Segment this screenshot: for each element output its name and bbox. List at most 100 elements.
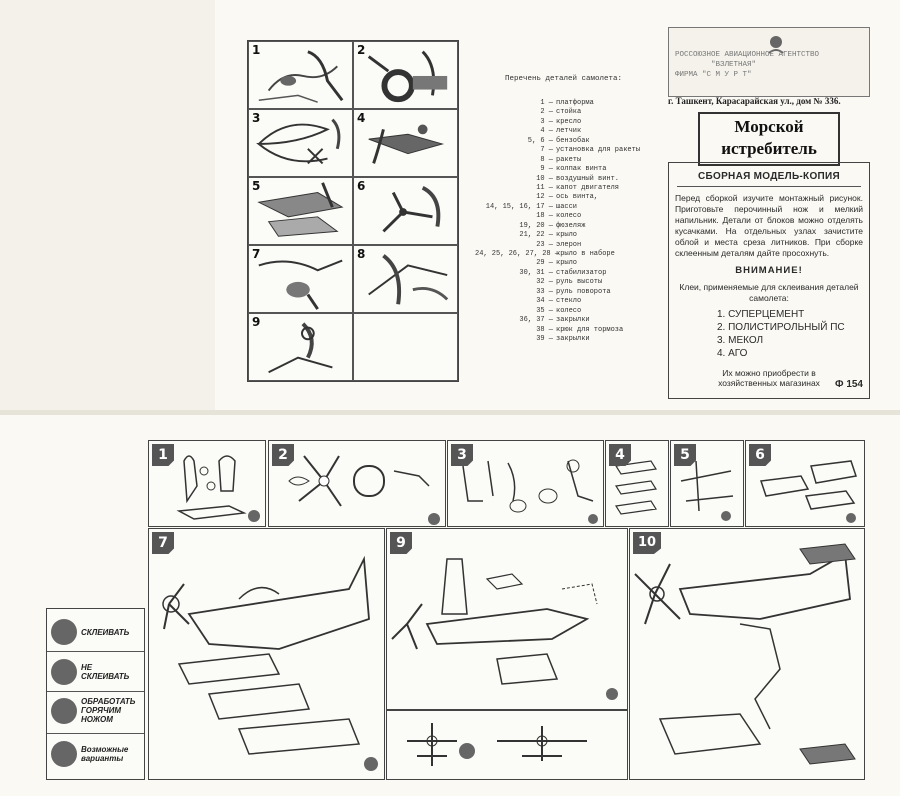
part-number: 24, 25, 26, 27, 28 — — [475, 250, 560, 258]
part-name: ось винта, — [556, 193, 599, 202]
part-row: 18 —колесо — [475, 212, 640, 221]
step-number: 1 — [252, 43, 261, 57]
part-row: 7 —установка для ракеты — [475, 146, 640, 155]
part-number: 1 — — [540, 99, 553, 107]
glue-item: 2. ПОЛИСТИРОЛЬНЫЙ ПС — [717, 322, 845, 333]
part-number: 29 — — [536, 259, 553, 268]
part-name: кресло — [556, 117, 582, 126]
part-row: 2 —стойка — [475, 108, 640, 117]
product-title-line: Морской — [734, 117, 804, 136]
part-name: воздушный винт. — [556, 174, 620, 183]
panel-drawing — [615, 460, 657, 515]
part-name: колесо — [556, 212, 582, 221]
panel-number: 6 — [749, 444, 771, 466]
part-number: 10 — — [536, 174, 553, 183]
part-row: 29 —крыло — [475, 259, 640, 268]
step-illustration — [256, 118, 341, 165]
part-number: 11 — — [536, 183, 553, 192]
part-name: элерон — [556, 240, 582, 249]
glue-item: 1. СУПЕРЦЕМЕНТ — [717, 309, 805, 320]
panel-drawing — [407, 723, 587, 766]
part-row: 14, 15, 16, 17 —шасси — [475, 203, 640, 212]
step-cell: 9 — [248, 313, 353, 381]
sheet-fold — [0, 410, 900, 415]
maker-line: "ВЗЛЕТНАЯ" — [711, 61, 757, 69]
part-name: колесо — [556, 306, 582, 315]
step-cell: 1 — [248, 41, 353, 109]
part-name: ракеты — [556, 155, 582, 164]
part-number: 2 — — [540, 108, 553, 117]
step-illustration — [257, 182, 344, 237]
part-row: 3 —кресло — [475, 118, 640, 127]
part-row: 39 —закрылки — [475, 335, 640, 344]
part-row: 35 —колесо — [475, 307, 640, 316]
panel-number: 10 — [633, 532, 661, 554]
part-name: руль поворота — [556, 287, 611, 296]
assembly-panel-5: 5 — [670, 440, 744, 527]
part-row: 23 —элерон — [475, 241, 640, 250]
step-illustrations-grid: 1 2 3 4 5 — [247, 40, 459, 382]
glue-intro: Клеи, применяемые для склеивания деталей… — [679, 282, 859, 303]
panel-drawing — [176, 455, 260, 522]
step-number: 7 — [252, 247, 261, 261]
parts-list-title: Перечень деталей самолета: — [505, 75, 623, 83]
part-number: 4 — — [540, 127, 553, 136]
part-number: 12 — — [536, 193, 553, 202]
step-illustration — [367, 50, 448, 103]
panel-number: 2 — [272, 444, 294, 466]
panel-drawing — [288, 455, 440, 525]
step-illustration — [368, 254, 449, 305]
no-glue-icon — [51, 659, 77, 685]
panel-drawing — [162, 555, 378, 771]
part-name: крыло — [556, 231, 578, 240]
part-number: 14, 15, 16, 17 — — [485, 202, 553, 211]
part-number: 30, 31 — — [519, 268, 553, 277]
part-row: 4 —летчик — [475, 127, 640, 136]
part-row: 21, 22 —крыло — [475, 231, 640, 240]
part-name: крыло в наборе — [556, 250, 615, 258]
step-illustration — [258, 50, 344, 103]
buy-note: Их можно приобрести в хозяйственных мага… — [718, 368, 820, 388]
part-name: капот двигателя — [556, 183, 620, 192]
instructions-text: Перед сборкой изучите монтажный рисунок.… — [675, 193, 863, 258]
glue-icon — [51, 619, 77, 645]
attention-heading: ВНИМАНИЕ! — [735, 265, 803, 276]
divider — [47, 691, 144, 692]
divider — [677, 186, 861, 187]
legend-item: Возможные варианты — [51, 741, 141, 767]
panel-drawing — [391, 558, 618, 700]
step-cell: 4 — [353, 109, 458, 177]
step-number: 9 — [252, 315, 261, 329]
legend-item: ОБРАБОТАТЬ ГОРЯЧИМ НОЖОМ — [51, 697, 141, 724]
panel-number: 7 — [152, 532, 174, 554]
part-name: летчик — [556, 127, 582, 136]
part-row: 11 —капот двигателя — [475, 184, 640, 193]
maker-line: РОССОЮЗНОЕ АВИАЦИОННОЕ АГЕНТСТВО — [675, 51, 820, 59]
part-row: 38 —крюк для тормоза — [475, 326, 640, 335]
assembly-panel-9: 9 — [386, 528, 628, 710]
part-number: 5, 6 — — [527, 136, 553, 145]
part-row: 12 —ось винта, — [475, 193, 640, 202]
panel-number: 3 — [451, 444, 473, 466]
part-number: 38 — — [536, 325, 553, 334]
legend-label: НЕ СКЛЕИВАТЬ — [81, 663, 130, 681]
product-title-line: истребитель — [721, 139, 817, 158]
glue-item: 4. АГО — [717, 348, 748, 359]
step-cell: 5 — [248, 177, 353, 245]
legend-item: СКЛЕИВАТЬ — [51, 619, 141, 645]
panel-drawing — [680, 460, 734, 521]
part-number: 32 — — [536, 278, 553, 287]
part-name: стабилизатор — [556, 268, 607, 277]
part-name: стойка — [556, 108, 582, 117]
part-number: 35 — — [536, 306, 553, 315]
part-row: 19, 20 —фюзеляж — [475, 222, 640, 231]
divider — [47, 733, 144, 734]
part-number: 23 — — [536, 240, 553, 249]
step-cell: 2 — [353, 41, 458, 109]
step-illustration — [382, 185, 441, 233]
panel-drawing — [634, 543, 856, 765]
panel-number: 5 — [674, 444, 696, 466]
panel-drawing — [759, 460, 857, 523]
glue-item: 3. МЕКОЛ — [717, 335, 764, 346]
